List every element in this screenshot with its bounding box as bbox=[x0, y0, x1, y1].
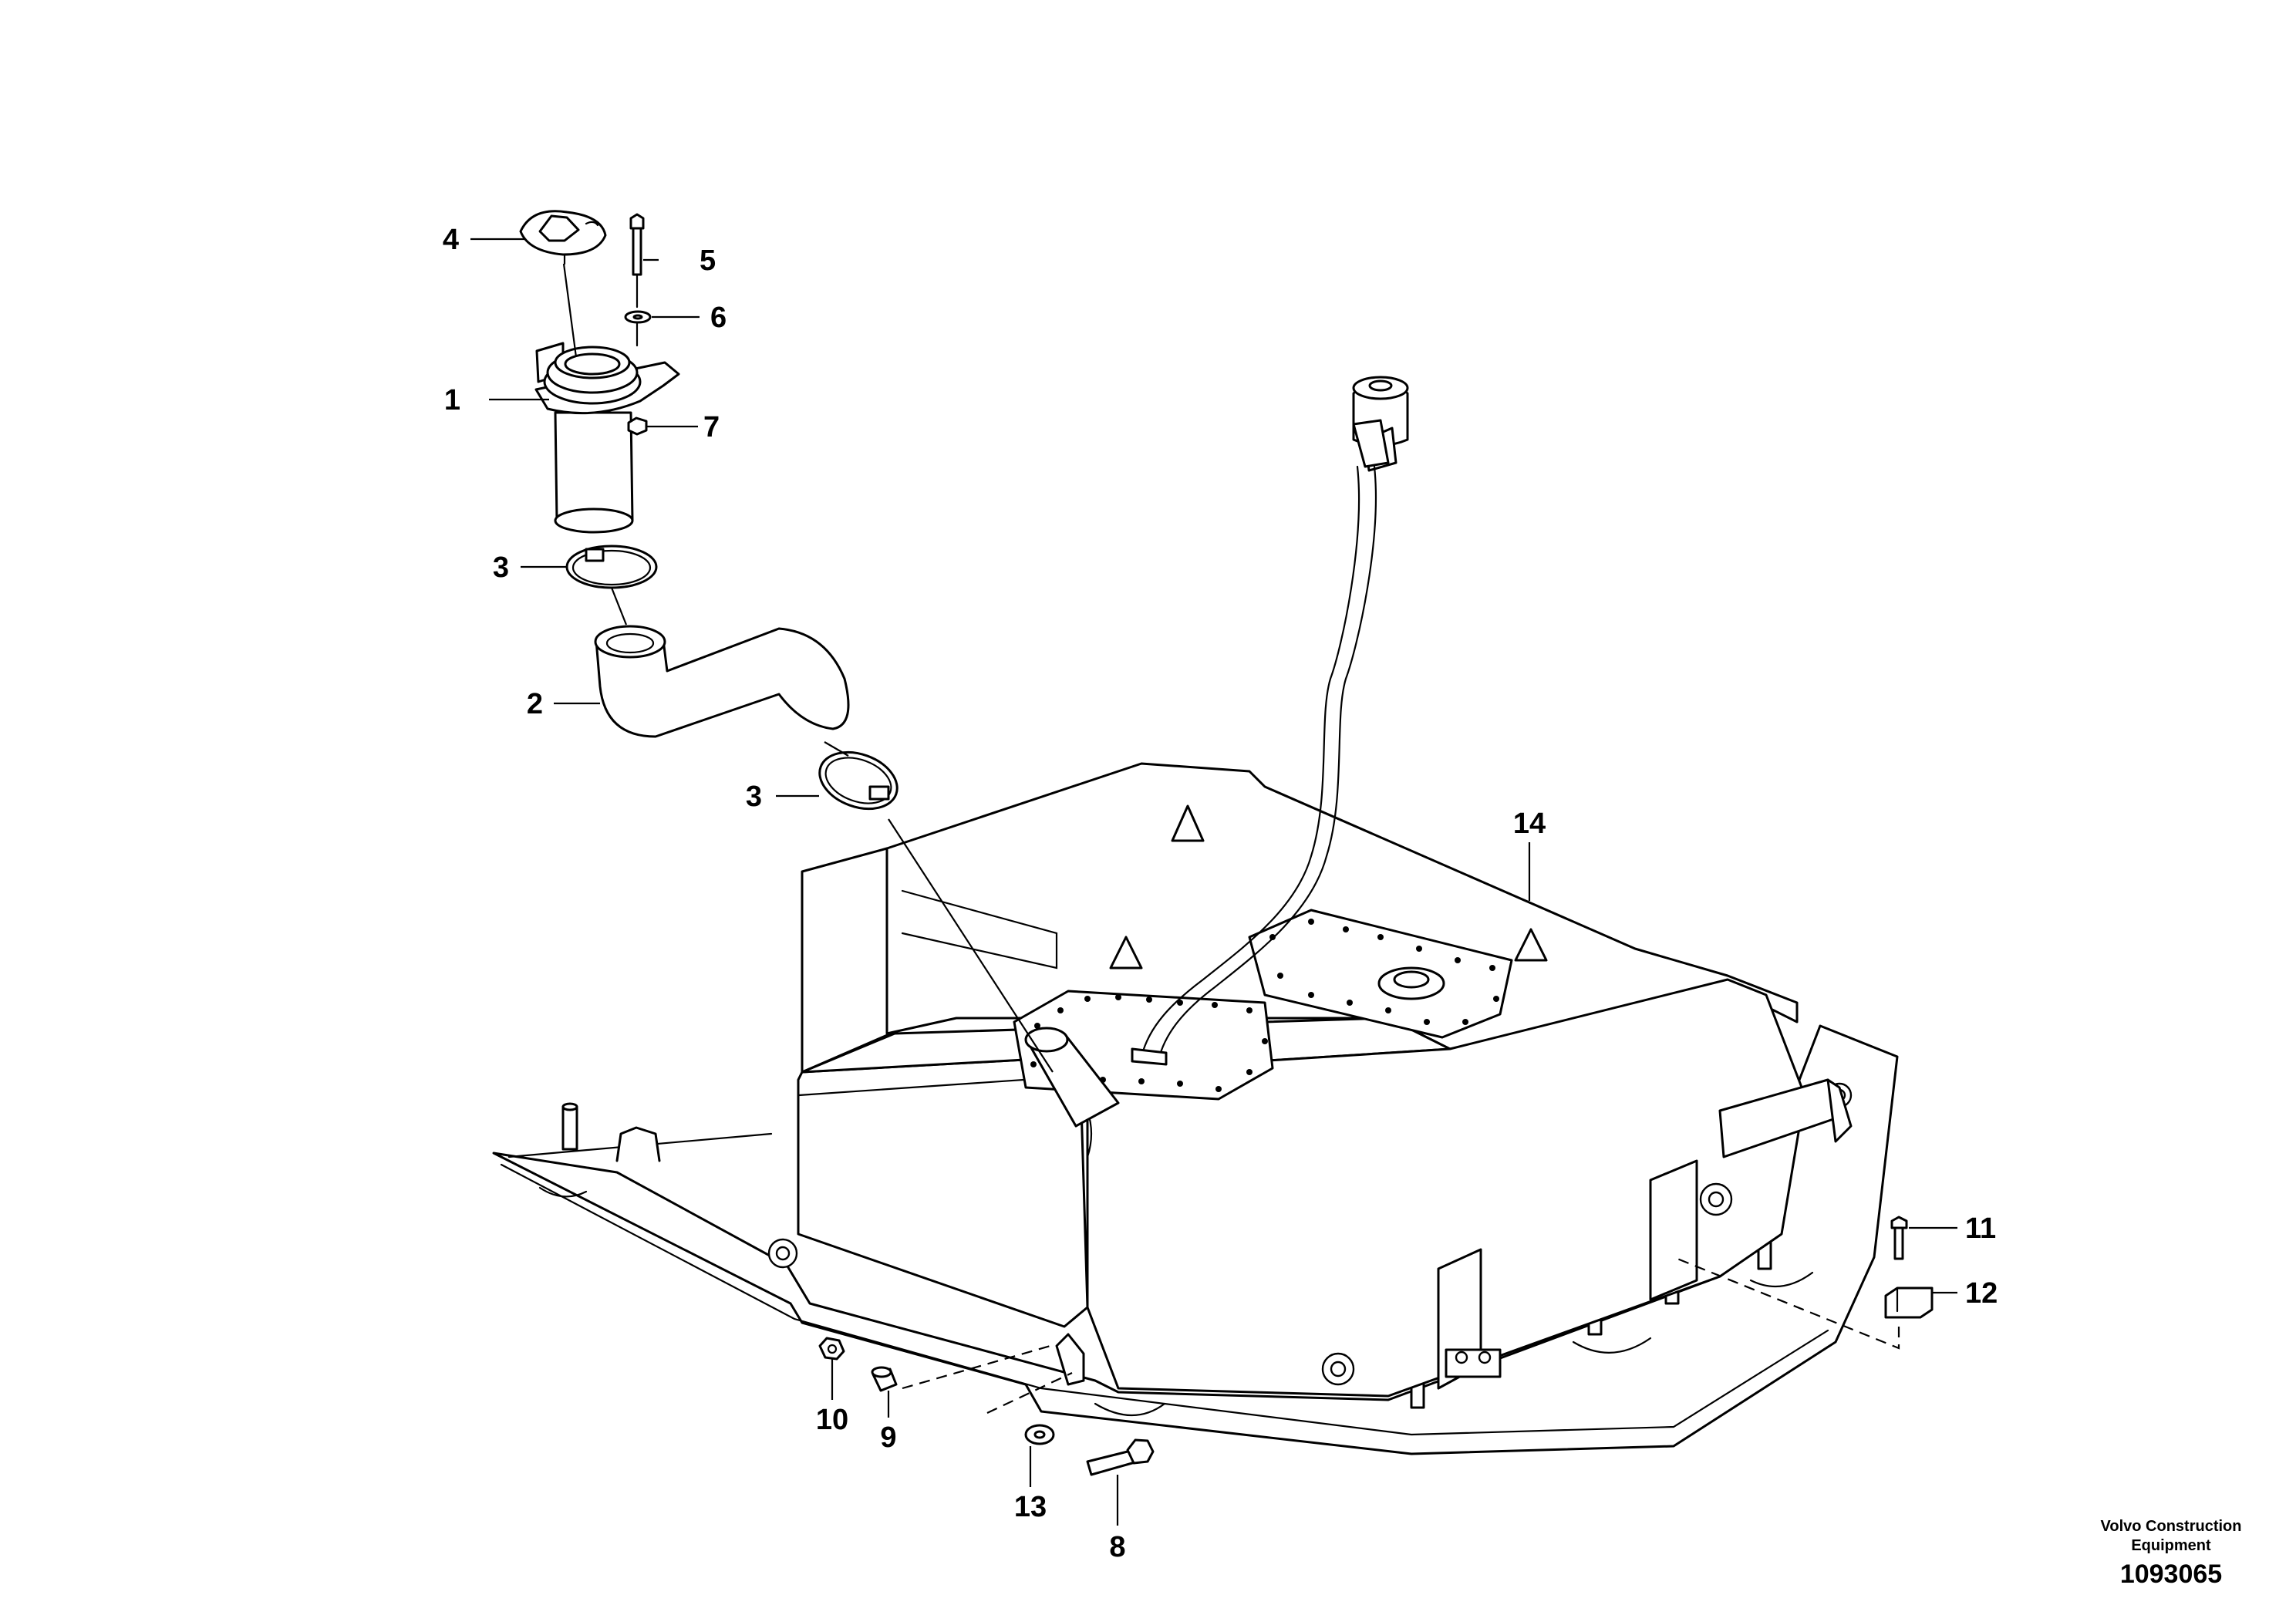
callout-11: 11 bbox=[1965, 1212, 1996, 1245]
callout-3-lower: 3 bbox=[746, 781, 762, 813]
bolt-and-clip bbox=[1884, 1216, 1934, 1319]
callout-5: 5 bbox=[700, 244, 716, 277]
callout-12: 12 bbox=[1965, 1277, 1998, 1310]
callout-labels: 1 2 3 3 4 5 6 7 8 9 10 11 12 13 14 bbox=[443, 224, 1998, 1563]
bolt-and-washer bbox=[1024, 1424, 1155, 1476]
callout-1: 1 bbox=[444, 384, 460, 416]
filler-cap bbox=[519, 210, 607, 265]
brand-line-1: Volvo Construction bbox=[2101, 1518, 2242, 1535]
filler-pipe bbox=[534, 342, 680, 534]
leader-lines bbox=[470, 238, 1957, 1526]
callout-3-upper: 3 bbox=[493, 551, 509, 584]
panel-bolts bbox=[1030, 919, 1499, 1092]
callout-13: 13 bbox=[1014, 1491, 1047, 1523]
brand-line-2: Equipment bbox=[2131, 1537, 2211, 1554]
callout-6: 6 bbox=[710, 302, 727, 334]
callout-7: 7 bbox=[703, 411, 720, 443]
hose-clamp-upper bbox=[565, 545, 658, 589]
callout-4: 4 bbox=[443, 224, 459, 256]
fuel-tank bbox=[767, 762, 1853, 1398]
callout-9: 9 bbox=[880, 1421, 896, 1454]
callout-8: 8 bbox=[1109, 1531, 1125, 1563]
fastener-stack bbox=[624, 213, 652, 436]
footer: Volvo Construction Equipment 1093065 bbox=[2101, 1518, 2242, 1589]
spacer-and-nut bbox=[818, 1337, 898, 1392]
callout-10: 10 bbox=[816, 1404, 848, 1436]
callout-14: 14 bbox=[1513, 808, 1546, 840]
hose-clamp-lower bbox=[818, 750, 899, 811]
filler-hose bbox=[594, 625, 850, 738]
fuel-sender-hose bbox=[1131, 376, 1409, 1066]
callout-2: 2 bbox=[527, 688, 543, 720]
document-number: 1093065 bbox=[2120, 1560, 2222, 1589]
